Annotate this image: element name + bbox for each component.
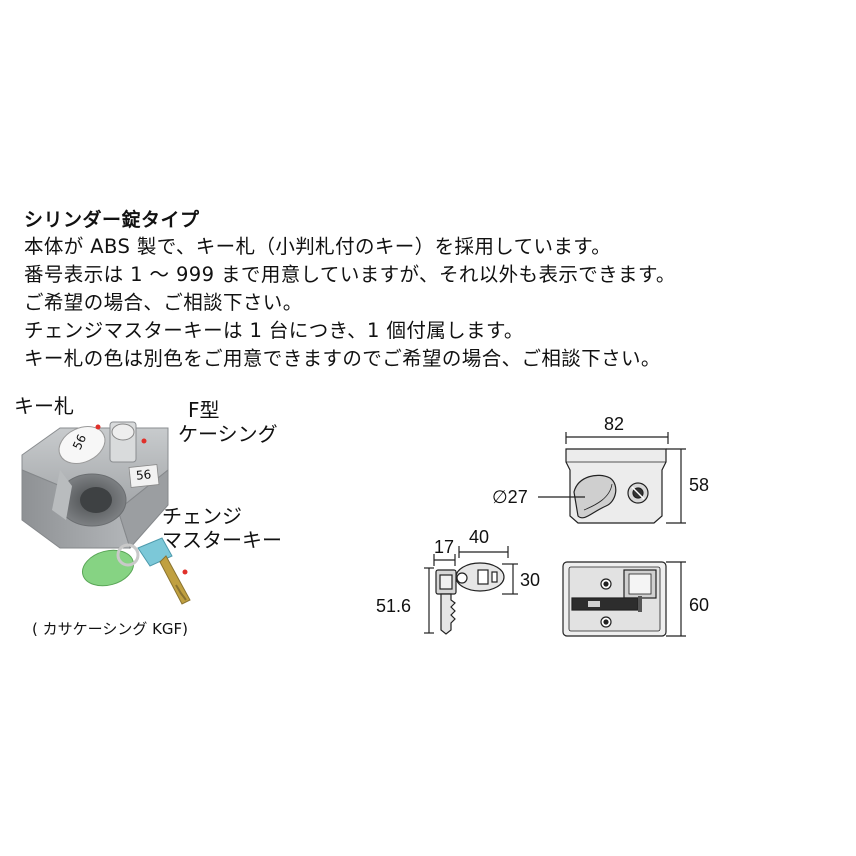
dim-height-front: 60 [689, 595, 710, 615]
label-casing: ケーシング [178, 422, 278, 446]
description-line: チェンジマスターキーは 1 台につき、1 個付属します。 [24, 319, 524, 342]
front-view-drawing [562, 561, 686, 637]
casing-number: 56 [135, 467, 152, 483]
dim-width-top: 82 [604, 414, 625, 434]
description-line: キー札の色は別色をご用意できますのでご希望の場合、ご相談下さい。 [24, 347, 661, 370]
dim-key-width: 40 [469, 527, 490, 547]
dim-key-length: 51.6 [376, 596, 412, 616]
top-view-drawing [538, 432, 686, 524]
description-line: 番号表示は 1 〜 999 まで用意していますが、それ以外も表示できます。 [24, 263, 676, 286]
dim-key-head: 17 [434, 537, 455, 557]
label-change: チェンジ [162, 504, 242, 528]
dim-diameter: ∅27 [492, 487, 528, 507]
dim-key-height: 30 [520, 570, 541, 590]
label-master-key: マスターキー [162, 528, 282, 552]
label-casing-type: F型 [188, 398, 220, 422]
description: シリンダー錠タイプ 本体が ABS 製で、キー札（小判札付のキー）を採用していま… [24, 207, 844, 373]
description-line: ご希望の場合、ご相談下さい。 [24, 291, 303, 314]
casing-photo [21, 421, 191, 605]
photo-caption: ( カサケーシング KGF) [32, 620, 189, 638]
key-drawing [424, 546, 518, 635]
description-line: 本体が ABS 製で、キー札（小判札付のキー）を採用しています。 [24, 235, 612, 258]
label-key-tag: キー札 [14, 394, 74, 418]
dim-height-top: 58 [689, 475, 710, 495]
product-title: シリンダー錠タイプ [24, 209, 200, 231]
